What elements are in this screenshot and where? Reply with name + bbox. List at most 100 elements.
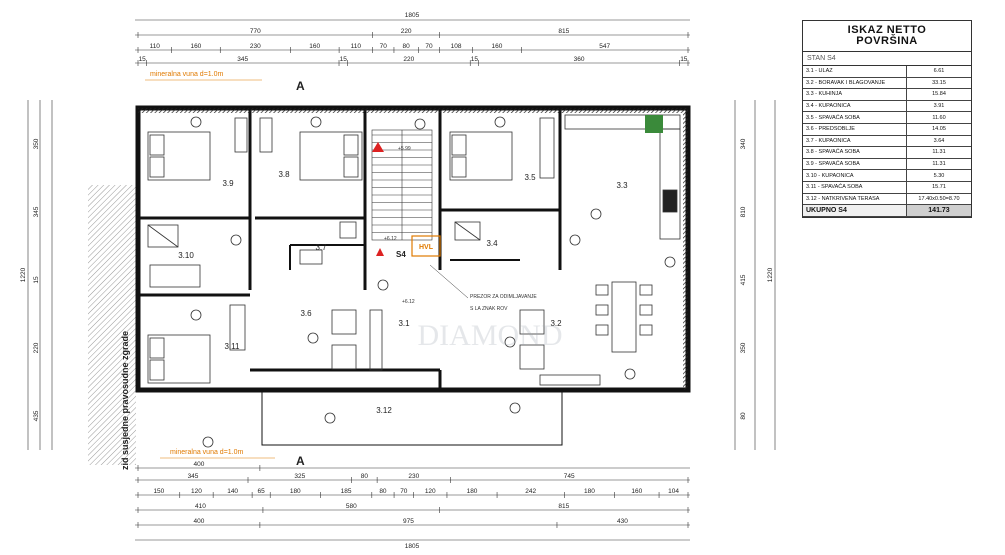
dim-top-fine-1: 160 <box>190 43 201 50</box>
dim-bottom-3-9: 180 <box>467 488 478 495</box>
ceiling-light-icon <box>414 118 426 130</box>
insulation-note-bottom: mineralna vuna d=1.0m <box>170 449 244 456</box>
legend-room-name: 3.5 - SPAVAĆA SOBA <box>803 111 907 124</box>
legend-room-name: 3.2 - BORAVAK I BLAGOVANJE <box>803 77 907 90</box>
legend-room-area: 11.31 <box>906 146 971 159</box>
dim-top-fine-7: 70 <box>425 43 433 50</box>
dim-top-small-3: 220 <box>403 56 414 63</box>
room-label-3-11: 3.11 <box>225 342 241 351</box>
dim-left-total: 1220 <box>20 267 27 282</box>
ceiling-light-icon <box>310 116 322 128</box>
dim-right-total: 1220 <box>767 267 774 282</box>
legend-title: ISKAZ NETTO POVRŠINA <box>803 21 971 52</box>
legend-room-name: 3.8 - SPAVAĆA SOBA <box>803 146 907 159</box>
room-label-3-5: 3.5 <box>524 173 536 182</box>
legend-total-value: 141.73 <box>906 204 971 217</box>
room-label-3-12: 3.12 <box>376 406 392 415</box>
legend-room-name: 3.10 - KUPAONICA <box>803 169 907 182</box>
dim-right-2: 415 <box>740 274 747 285</box>
dim-right-4: 80 <box>740 412 747 420</box>
dim-bottom-2-3: 230 <box>408 473 419 480</box>
legend-unit: STAN S4 <box>803 52 971 66</box>
fire-extinguisher-icon <box>372 142 384 152</box>
dim-bottom-4-2: 815 <box>558 503 569 510</box>
insulation-note-top: mineralna vuna d=1.0m <box>150 71 224 78</box>
bed-3-9 <box>147 131 211 181</box>
light-fixtures <box>190 116 676 448</box>
room-label-3-8: 3.8 <box>278 170 290 179</box>
dim-top-fine-0: 110 <box>150 43 161 50</box>
walls <box>135 105 691 446</box>
pillow <box>149 134 165 156</box>
ceiling-light-icon <box>509 402 521 414</box>
ceiling-light-icon <box>377 279 389 291</box>
room-label-3-2: 3.2 <box>550 319 562 328</box>
dim-top-small-4: 15 <box>471 56 479 63</box>
legend-room-area: 17.40x0.50=8.70 <box>906 193 971 206</box>
legend-room-area: 11.60 <box>906 111 971 124</box>
neighbor-wall-hatch <box>88 185 136 465</box>
ceiling-light-icon <box>494 116 506 128</box>
legend-room-area: 33.15 <box>906 77 971 90</box>
dim-left-0: 350 <box>33 138 40 149</box>
dim-top-fine-10: 547 <box>599 43 610 50</box>
room-label-3-4: 3.4 <box>486 239 498 248</box>
section-marker-bottom: A <box>296 454 305 468</box>
dim-bottom-1-0: 400 <box>194 461 205 468</box>
ceiling-light-icon <box>664 256 676 268</box>
dim-top-small-6: 15 <box>680 56 688 63</box>
ceiling-light-icon <box>624 368 636 380</box>
skylight-note-1: PREZOR ZA ODIMLJAVANJE <box>470 294 537 300</box>
bed-3-8 <box>299 131 363 181</box>
dim-bottom-3-1: 120 <box>191 488 202 495</box>
dim-top-small-5: 360 <box>574 56 585 63</box>
dim-top-fine-3: 160 <box>309 43 320 50</box>
pillow <box>149 156 165 178</box>
dim-right-0: 340 <box>740 138 747 149</box>
legend-total-label: UKUPNO S4 <box>803 204 907 217</box>
room-label-3-7: 3.7 <box>315 243 327 252</box>
dim-bottom-3-13: 104 <box>668 488 679 495</box>
elevation-3: +6.12 <box>402 299 415 305</box>
dim-bottom-total: 1805 <box>405 543 420 550</box>
dim-top-fine-2: 230 <box>250 43 261 50</box>
elevation-2: +6.12 <box>384 236 397 242</box>
bed-3-5 <box>449 131 513 181</box>
ceiling-light-icon <box>590 208 602 220</box>
hvl-box <box>411 235 441 257</box>
wall-hatch-right <box>683 108 688 390</box>
dim-bottom-3-7: 70 <box>400 488 408 495</box>
watermark: DIAMOND <box>418 319 563 352</box>
dim-bottom-2-2: 80 <box>361 473 369 480</box>
legend-room-name: 3.7 - KUPAONICA <box>803 135 907 148</box>
dim-top-fine-8: 108 <box>451 43 462 50</box>
dim-bottom-3-3: 65 <box>258 488 266 495</box>
room-label-3-6: 3.6 <box>300 309 312 318</box>
ceiling-light-icon <box>324 412 336 424</box>
dim-top-small-0: 15 <box>139 56 147 63</box>
dim-top-total: 1805 <box>405 12 420 19</box>
dim-bottom-3-8: 120 <box>425 488 436 495</box>
legend-room-name: 3.4 - KUPAONICA <box>803 100 907 113</box>
legend-room-area: 15.71 <box>906 181 971 194</box>
dim-top-fine-5: 70 <box>380 43 388 50</box>
dim-bottom-5-0: 400 <box>194 518 205 525</box>
stair-label: S4 <box>396 250 406 259</box>
dim-left-3: 220 <box>33 342 40 353</box>
dim-top-small-1: 345 <box>237 56 248 63</box>
room-label-3-1: 3.1 <box>398 319 410 328</box>
